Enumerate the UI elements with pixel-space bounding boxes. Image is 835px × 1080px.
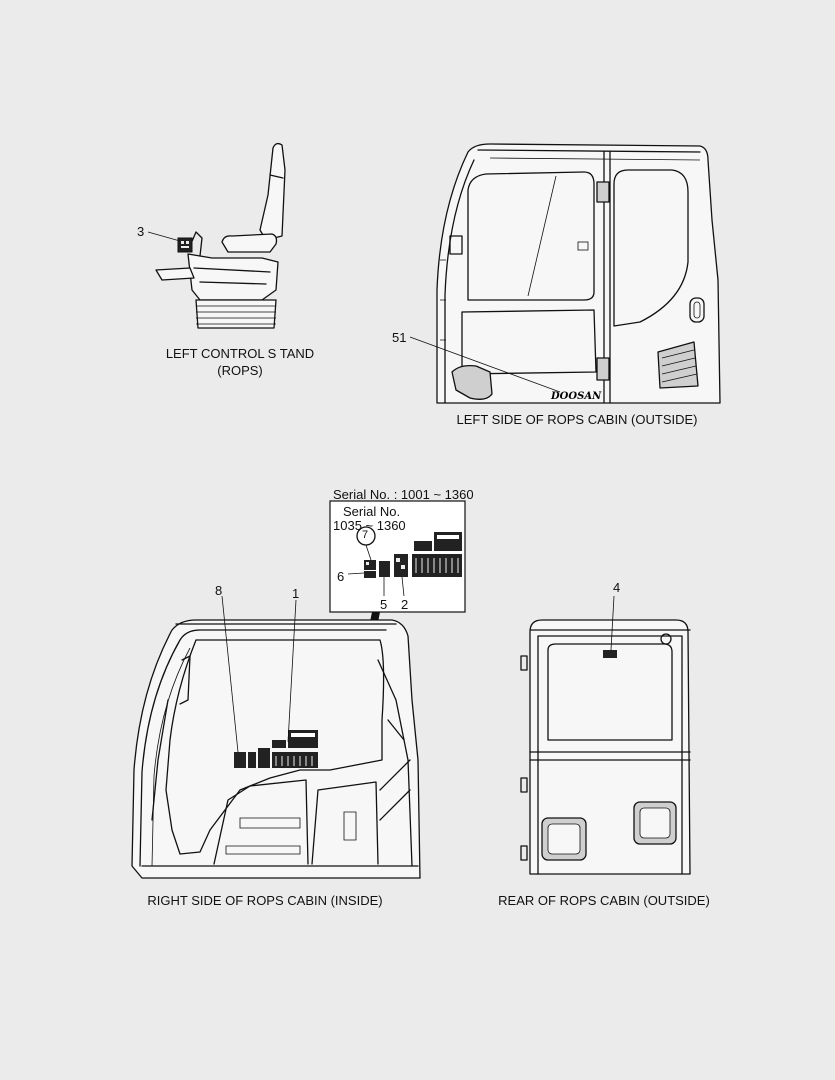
- left-control-stand-drawing: [147, 142, 286, 329]
- label-item-1-mark: [272, 752, 318, 768]
- serial-inner-label-line2: 1035 ~ 1360: [333, 518, 406, 533]
- right-side-cabin-drawing: [131, 595, 421, 879]
- callout-51: 51: [392, 330, 407, 345]
- callout-5: 5: [380, 597, 388, 612]
- serial-inner-label-line1: Serial No.: [343, 504, 401, 519]
- caption-left-control-stand-line1: LEFT CONTROL S TAND: [165, 346, 315, 361]
- serial-detail-box: [329, 500, 466, 613]
- callout-3: 3: [137, 224, 145, 239]
- label-item-5-mark: [379, 561, 390, 577]
- callout-7: 7: [362, 529, 369, 541]
- label-strip-mark: [412, 554, 462, 577]
- callout-1: 1: [292, 586, 300, 601]
- label-item-4-mark: [603, 650, 617, 658]
- caption-right-side-cabin: RIGHT SIDE OF ROPS CABIN (INSIDE): [147, 893, 383, 908]
- leader-item-51: [409, 336, 561, 393]
- caption-left-control-stand: LEFT CONTROL S TAND (ROPS): [140, 345, 340, 379]
- label-item-8-mark: [234, 752, 246, 768]
- caption-left-side-cabin: LEFT SIDE OF ROPS CABIN (OUTSIDE): [456, 412, 698, 427]
- doosan-logo: DOOSAN: [550, 391, 602, 402]
- left-side-cabin-drawing: DOOSAN: [409, 143, 721, 404]
- leader-item-3: [147, 231, 181, 242]
- callout-2: 2: [401, 597, 409, 612]
- callout-6: 6: [337, 569, 345, 584]
- serial-outer-label: Serial No. : 1001 ~ 1360: [333, 487, 474, 502]
- caption-rear-cabin: REAR OF ROPS CABIN (OUTSIDE): [498, 893, 710, 908]
- leader-item-8: [221, 595, 239, 753]
- label-item-3-mark: [177, 237, 193, 253]
- callout-4: 4: [613, 580, 621, 595]
- label-item-7-mark: [364, 560, 376, 570]
- callout-8: 8: [215, 583, 223, 598]
- leader-item-1: [287, 599, 297, 743]
- label-item-6-mark: [364, 571, 376, 578]
- rear-cabin-drawing: [520, 595, 691, 875]
- leader-item-4: [610, 595, 615, 651]
- caption-left-control-stand-line2: (ROPS): [217, 363, 263, 378]
